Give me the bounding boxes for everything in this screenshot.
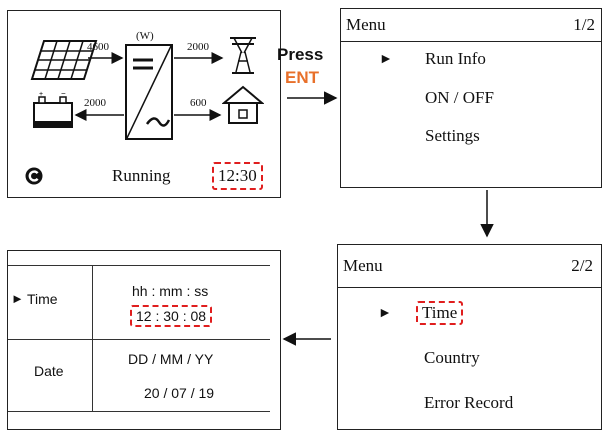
menu-item-time[interactable]: Time bbox=[416, 301, 464, 325]
selection-cursor-icon: ► bbox=[379, 52, 393, 67]
status-text: Running bbox=[112, 166, 171, 185]
time-date-screen: ► Time hh : mm : ss 12 : 30 : 08 Date DD… bbox=[7, 250, 281, 430]
menu-item-on-off[interactable]: ON / OFF bbox=[425, 88, 494, 107]
power-flow-arrows bbox=[74, 52, 224, 121]
time-value-field[interactable]: 12 : 30 : 08 bbox=[130, 305, 213, 327]
inverter-icon bbox=[125, 44, 173, 140]
menu-item-settings[interactable]: Settings bbox=[425, 126, 480, 145]
battery-power-value: 2000 bbox=[84, 97, 106, 109]
svg-text:−: − bbox=[61, 91, 66, 98]
battery-icon: + − bbox=[33, 91, 73, 128]
inverter-unit-label: (W) bbox=[136, 30, 154, 42]
menu-title: Menu bbox=[346, 15, 386, 34]
menu-item-time-label: Time bbox=[422, 303, 458, 322]
house-icon bbox=[222, 85, 264, 124]
ent-label: ENT bbox=[285, 68, 319, 87]
clock-value: 12:30 bbox=[218, 166, 257, 185]
c-circle-icon bbox=[25, 167, 43, 185]
menu-item-country[interactable]: Country bbox=[424, 348, 480, 367]
svg-text:+: + bbox=[39, 91, 43, 98]
menu-title: Menu bbox=[343, 256, 383, 275]
home-screen: + − (W) 4600 bbox=[7, 10, 281, 198]
grid-power-value: 2000 bbox=[187, 41, 209, 53]
menu-page-indicator: 2/2 bbox=[571, 256, 593, 275]
date-format: DD / MM / YY bbox=[128, 351, 214, 367]
menu-item-error-record[interactable]: Error Record bbox=[424, 393, 514, 412]
press-label: Press bbox=[277, 45, 324, 64]
selection-cursor-icon: ► bbox=[378, 306, 392, 321]
time-value: 12 : 30 : 08 bbox=[136, 308, 207, 324]
solar-panel-icon bbox=[30, 40, 98, 80]
time-row-cursor-icon: ► bbox=[11, 291, 24, 306]
date-label[interactable]: Date bbox=[34, 363, 64, 379]
date-value[interactable]: 20 / 07 / 19 bbox=[144, 385, 215, 401]
pv-power-value: 4600 bbox=[87, 41, 109, 53]
menu-page-2: Menu 2/2 ► Time Country Error Record bbox=[337, 244, 602, 430]
menu-item-run-info[interactable]: Run Info bbox=[425, 49, 486, 68]
menu-page-indicator: 1/2 bbox=[573, 15, 595, 34]
clock-display: 12:30 bbox=[212, 162, 263, 190]
grid-tower-icon bbox=[230, 37, 256, 74]
time-label[interactable]: Time bbox=[27, 291, 58, 307]
load-power-value: 600 bbox=[190, 97, 207, 109]
time-format: hh : mm : ss bbox=[132, 283, 209, 299]
menu-page-1: Menu 1/2 ► Run Info ON / OFF Settings bbox=[340, 8, 602, 188]
